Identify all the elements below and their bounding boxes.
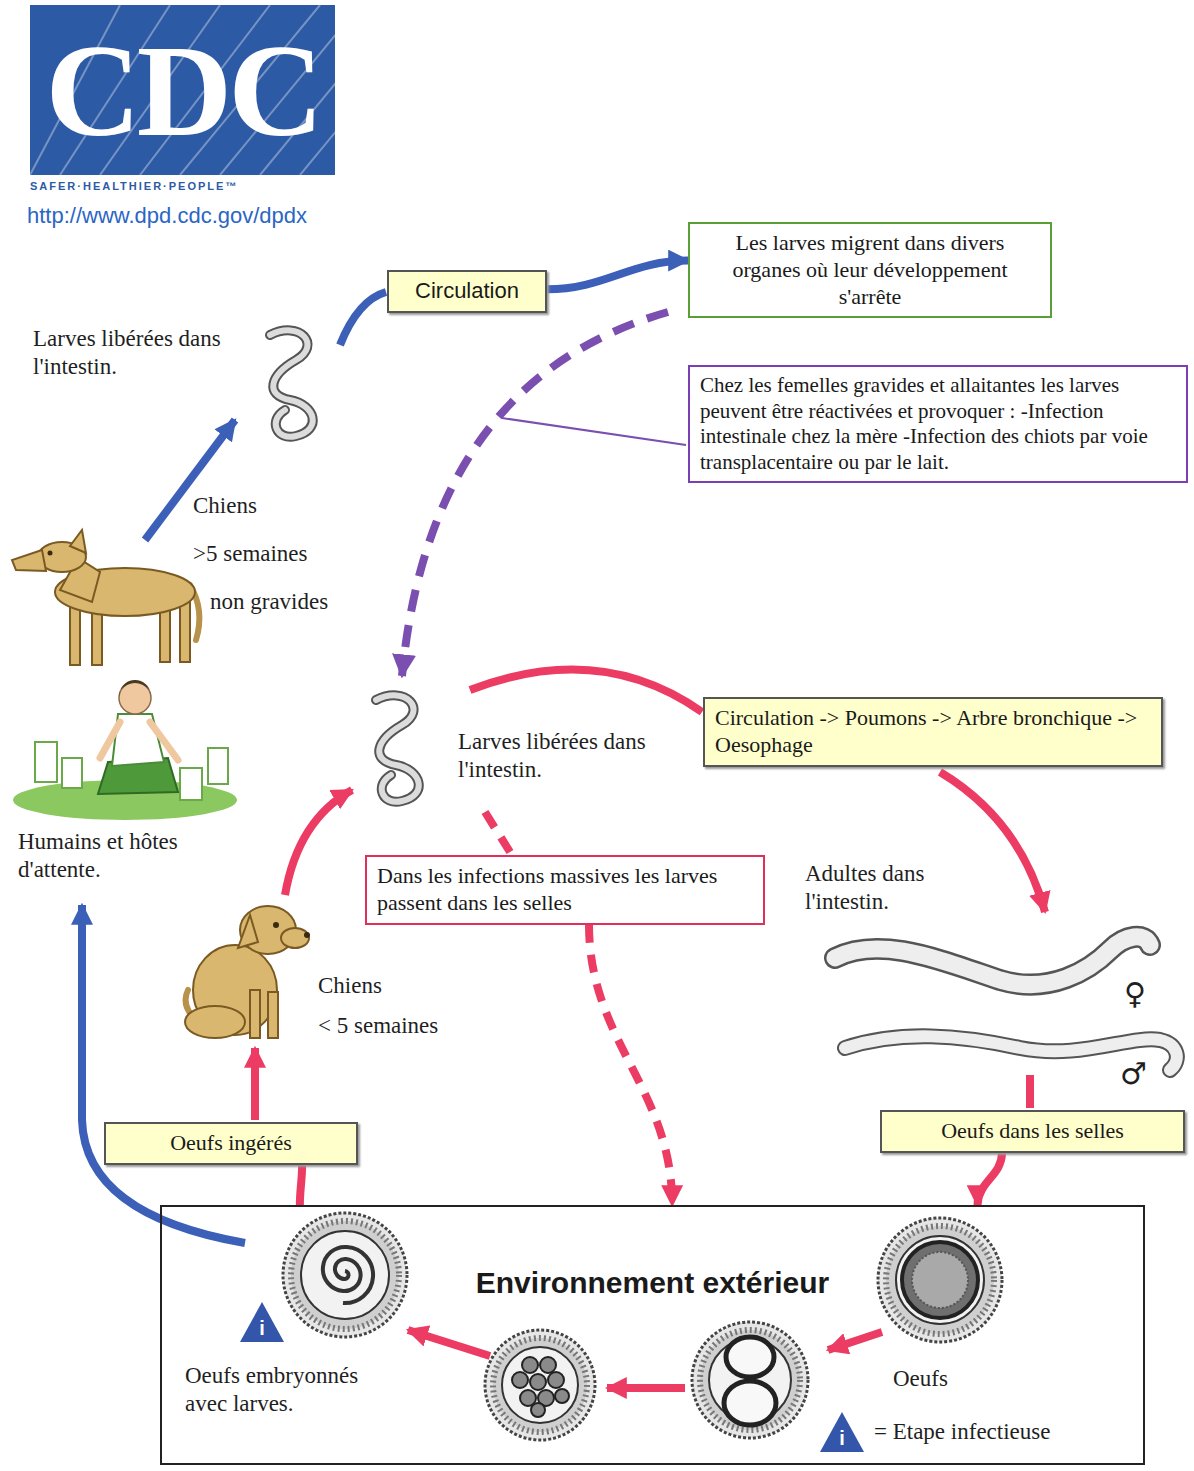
process-box: Oeufs ingérés [104,1122,358,1165]
stage-label: Adultes dans l'intestin. [805,860,985,915]
stage-label: Oeufs [893,1365,948,1393]
note-box: Chez les femelles gravides et allaitante… [688,365,1188,483]
stage-label: Larves libérées dans l'intestin. [458,728,648,783]
host-label: Humains et hôtes d'attente. [18,828,253,883]
larva-icon [270,330,313,436]
host-label: Chiens [318,972,382,1000]
node-text: Oeufs dans les selles [892,1118,1173,1145]
cycle-connector [978,1153,1002,1205]
process-box: Circulation -> Poumons -> Arbre bronchiq… [703,697,1163,767]
child-playing [13,680,237,820]
host-label: < 5 semaines [318,1012,438,1040]
eggs [283,1213,1002,1440]
node-text: Chez les femelles gravides et allaitante… [700,373,1176,475]
cycle-connector [300,1165,302,1205]
sex-symbol: ♂ [1120,1056,1147,1092]
legend-note: = Etape infectieuse [874,1418,1050,1446]
note-box: Dans les infections massives les larves … [365,855,765,925]
stage-label: Larves libérées dans l'intestin. [33,325,223,380]
info-mark: i [250,1316,274,1340]
node-text: Circulation -> Poumons -> Arbre bronchiq… [715,705,1151,759]
node-text: Environnement extérieur [172,1265,1133,1302]
stage-label: Oeufs embryonnés avec larves. [185,1362,385,1417]
sex-symbol: ♀ [1124,976,1146,1012]
logo-text: CDC [30,25,335,157]
process-box: Oeufs dans les selles [880,1110,1185,1153]
larva-icon [376,695,419,801]
node-text: Les larves migrent dans divers organes o… [700,230,1040,310]
process-box: Circulation [387,270,547,313]
cycle-connector [547,261,688,290]
host-label: Chiens [193,492,257,520]
info-mark: i [830,1426,854,1450]
host-label: >5 semaines [193,540,308,568]
note-box: Les larves migrent dans divers organes o… [688,222,1052,318]
node-text: Dans les infections massives les larves … [377,863,753,917]
source-url: http://www.dpd.cdc.gov/dpdx [27,203,307,229]
adult-worms [835,937,1177,1070]
host-label: non gravides [210,588,328,616]
cdc-logo [30,5,440,175]
cycle-connector [589,925,672,1205]
logo-tagline: SAFER·HEALTHIER·PEOPLE™ [30,180,238,193]
node-text: Oeufs ingérés [116,1130,346,1157]
puppy [185,906,310,1038]
adult-dog [12,530,199,665]
node-text: Circulation [399,278,535,305]
